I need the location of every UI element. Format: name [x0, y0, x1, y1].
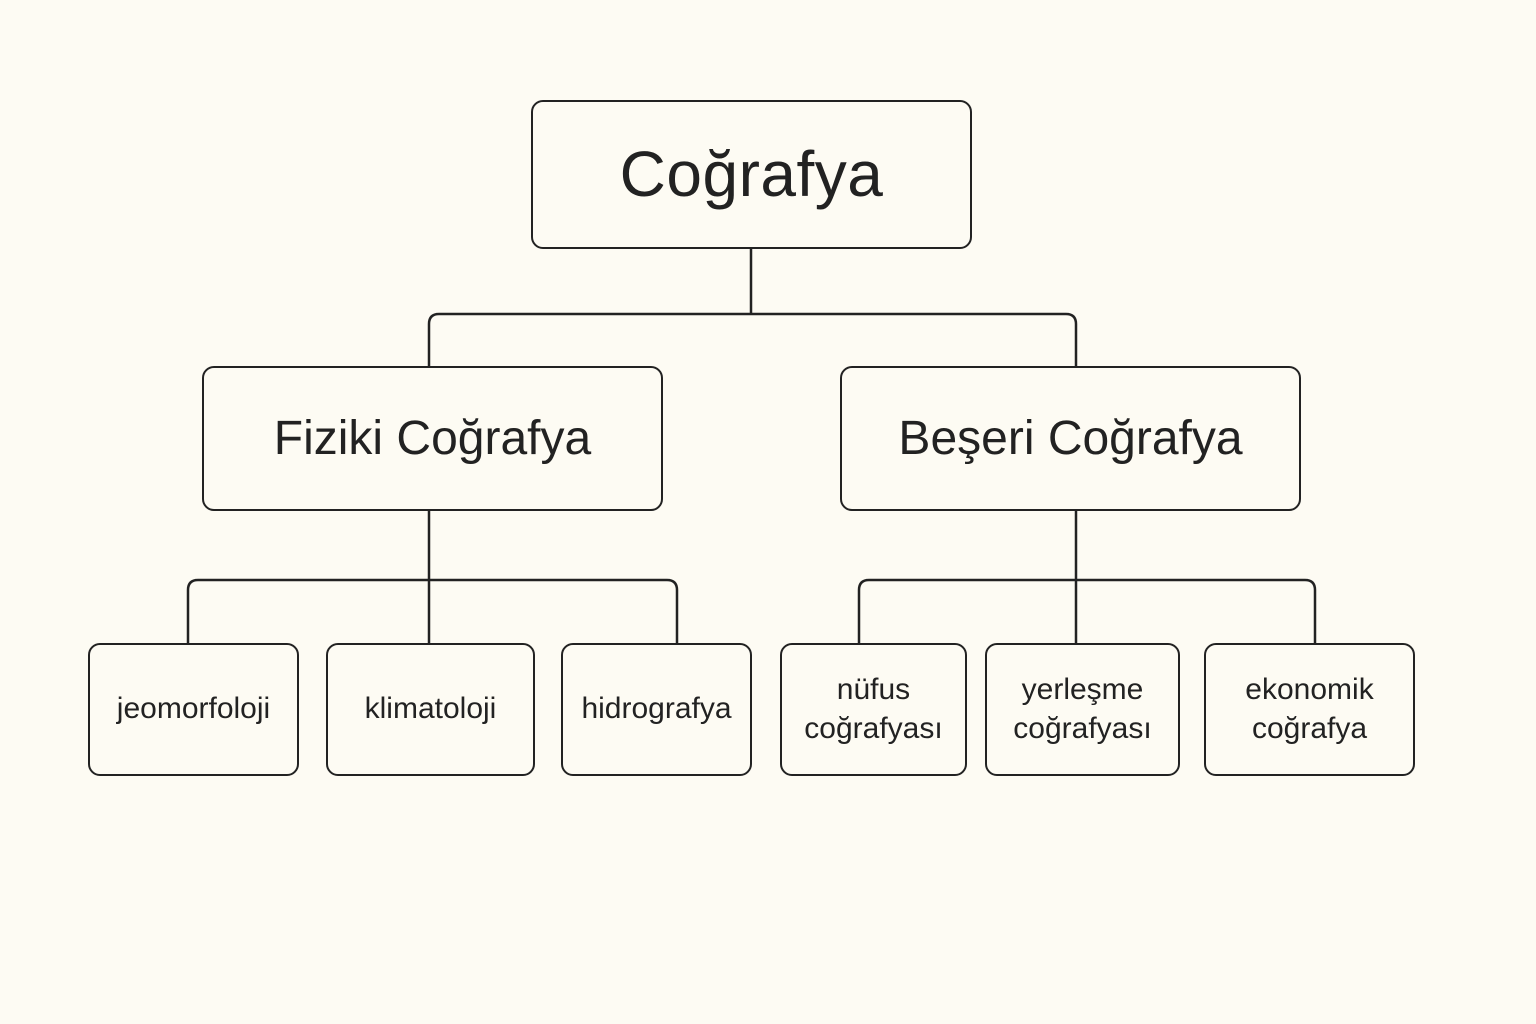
leaf-node-climatology: klimatoloji: [326, 643, 535, 776]
leaf-node-economic-geography-label: ekonomik coğrafya: [1245, 673, 1374, 745]
root-node: Coğrafya: [531, 100, 972, 249]
branch-node-human: Beşeri Coğrafya: [840, 366, 1301, 511]
branch-node-physical-label: Fiziki Coğrafya: [273, 411, 592, 465]
branch-node-human-label: Beşeri Coğrafya: [898, 411, 1243, 465]
leaf-node-economic-geography: ekonomik coğrafya: [1204, 643, 1415, 776]
branch-node-physical: Fiziki Coğrafya: [202, 366, 663, 511]
root-node-label: Coğrafya: [619, 137, 884, 210]
connector-physical-to-leaves: [186, 509, 679, 645]
leaf-node-hydrography-label: hidrografya: [581, 692, 732, 726]
leaf-node-population-geography-label: nüfus coğrafyası: [804, 673, 943, 745]
leaf-node-settlement-geography-label: yerleşme coğrafyası: [1013, 673, 1152, 745]
leaf-node-population-geography: nüfus coğrafyası: [780, 643, 967, 776]
leaf-node-settlement-geography: yerleşme coğrafyası: [985, 643, 1180, 776]
leaf-node-geomorphology-label: jeomorfoloji: [116, 692, 271, 726]
leaf-node-geomorphology: jeomorfoloji: [88, 643, 299, 776]
leaf-node-hydrography: hidrografya: [561, 643, 752, 776]
connector-human-to-leaves: [857, 509, 1317, 645]
connector-root-to-branches: [427, 247, 1078, 368]
leaf-node-climatology-label: klimatoloji: [364, 692, 497, 726]
